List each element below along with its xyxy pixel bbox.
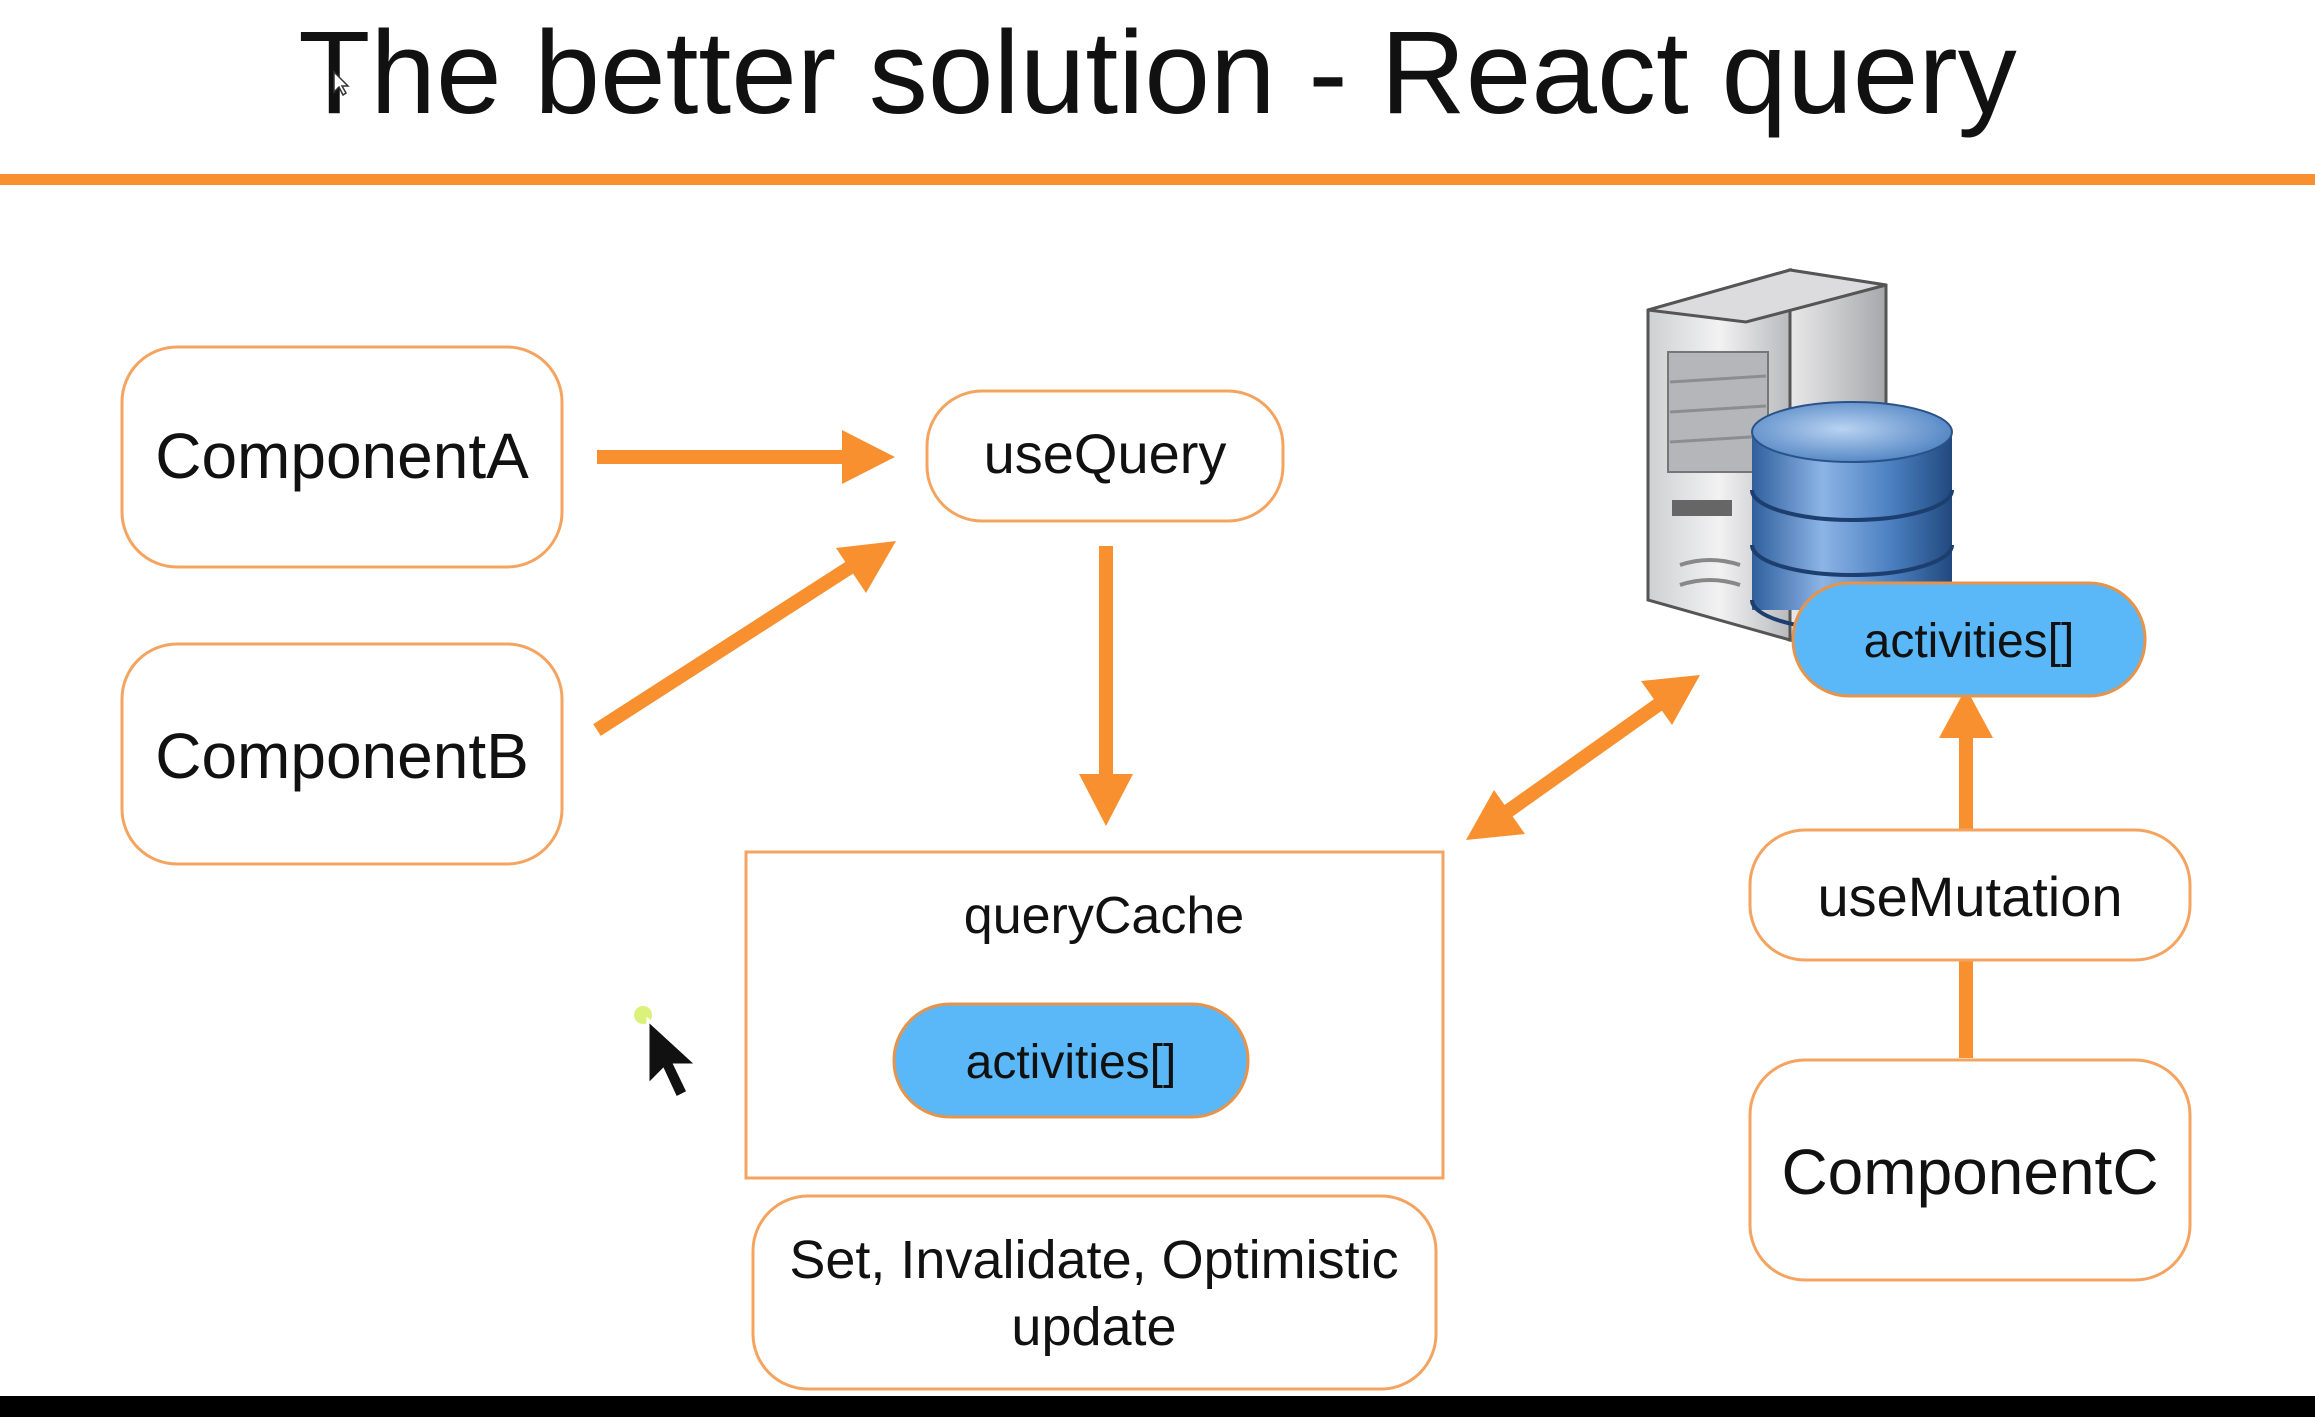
arrow-usemutation-to-server xyxy=(1939,688,1993,830)
component-c-label: ComponentC xyxy=(1781,1136,2158,1208)
title-underline xyxy=(0,174,2315,185)
database-icon xyxy=(1750,401,1954,632)
component-a-box: ComponentA xyxy=(120,345,564,569)
arrow-usequery-to-querycache xyxy=(1079,546,1133,826)
slide-title: The better solution - React query xyxy=(298,7,2017,139)
use-mutation-box: useMutation xyxy=(1748,828,2192,962)
arrow-componenta-to-usequery xyxy=(597,430,895,484)
component-b-box: ComponentB xyxy=(120,642,564,866)
server-activities-pill: activities[] xyxy=(1791,581,2147,698)
cache-activities-label: activities[] xyxy=(966,1036,1177,1089)
arrow-querycache-server-bidirectional xyxy=(1466,675,1700,840)
mouse-cursor-icon xyxy=(634,1006,701,1101)
use-query-label: useQuery xyxy=(984,422,1227,485)
component-a-label: ComponentA xyxy=(155,420,529,492)
cache-operations-box: Set, Invalidate, Optimistic update xyxy=(751,1194,1438,1391)
component-c-box: ComponentC xyxy=(1748,1058,2192,1282)
server-activities-label: activities[] xyxy=(1864,615,2075,668)
use-mutation-label: useMutation xyxy=(1817,865,2122,928)
query-cache-box: queryCache activities[] xyxy=(744,850,1445,1180)
query-cache-label: queryCache xyxy=(964,887,1244,945)
small-cursor-icon xyxy=(333,70,350,97)
cache-operations-line2: update xyxy=(1011,1297,1176,1357)
cache-operations-line1: Set, Invalidate, Optimistic xyxy=(789,1230,1398,1290)
use-query-box: useQuery xyxy=(925,389,1285,523)
arrow-componentb-to-usequery xyxy=(593,541,896,736)
component-b-label: ComponentB xyxy=(155,720,529,792)
cache-activities-pill: activities[] xyxy=(892,1002,1250,1119)
bottom-black-bar xyxy=(0,1396,2315,1417)
